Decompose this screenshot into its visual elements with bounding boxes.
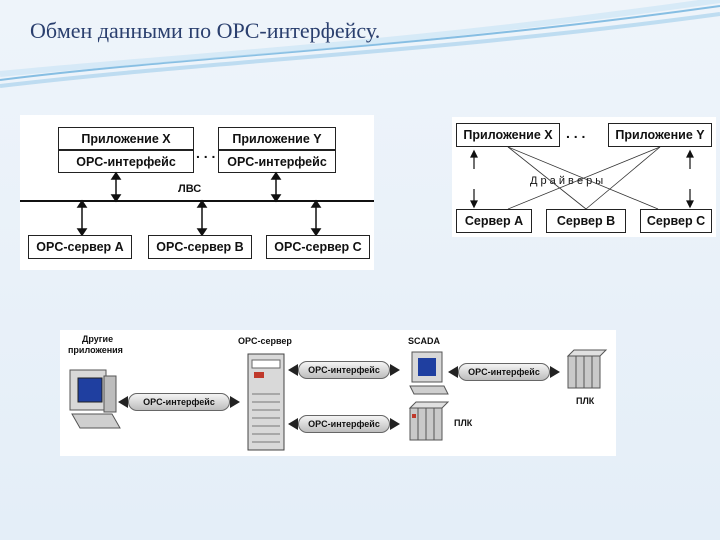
ellipsis-dots: . . . [196,145,216,161]
opc-server-c-box: OPC-сервер C [266,235,370,259]
driver-connections [470,146,694,210]
d2-app-y-box: Приложение Y [608,123,712,147]
lan-label: ЛВС [178,183,202,195]
plc-rack-icon-2 [408,401,450,441]
d2-ellipsis-dots: . . . [566,125,586,141]
d2-app-x-box: Приложение X [456,123,560,147]
opc-interface-pipe-2: OPC-интерфейс [298,361,390,379]
opc-interface-box-2: OPC-интерфейс [218,150,336,173]
workstation-icon [69,369,121,429]
scada-label: SCADA [408,336,441,346]
server-tower-icon [247,353,285,451]
plc-label-2: ПЛК [454,418,473,428]
lan-connections [20,171,374,237]
opc-interface-pipe-3: OPC-интерфейс [298,415,390,433]
opc-interface-pipe-1: OPC-интерфейс [128,393,230,411]
opc-server-b-box: OPC-сервер B [148,235,252,259]
header-swoosh [0,0,720,88]
diagram-opc-server: Другие приложения OPC-сервер SCADA ПЛК П… [60,330,616,456]
d2-server-c-box: Сервер C [640,209,712,233]
scada-workstation-icon [409,351,449,395]
other-apps-label-1: Другие [82,334,114,344]
opc-interface-pipe-4: OPC-интерфейс [458,363,550,381]
d2-server-a-box: Сервер A [456,209,532,233]
opc-server-label: OPC-сервер [238,336,292,346]
plc-label-1: ПЛК [576,396,595,406]
opc-server-a-box: OPC-сервер A [28,235,132,259]
app-y-box: Приложение Y [218,127,336,150]
diagram-lan-opc: Приложение X OPC-интерфейс Приложение Y … [20,115,374,270]
opc-connection-arrows [118,364,560,430]
app-x-box: Приложение X [58,127,194,150]
opc-interface-box-1: OPC-интерфейс [58,150,194,173]
d2-server-b-box: Сервер B [546,209,626,233]
slide-title: Обмен данными по OPC-интерфейсу. [30,18,381,43]
diagram-drivers: Приложение X Приложение Y . . . Д р а й … [452,117,716,237]
other-apps-label-2: приложения [68,345,123,355]
plc-rack-icon-1 [566,349,608,389]
